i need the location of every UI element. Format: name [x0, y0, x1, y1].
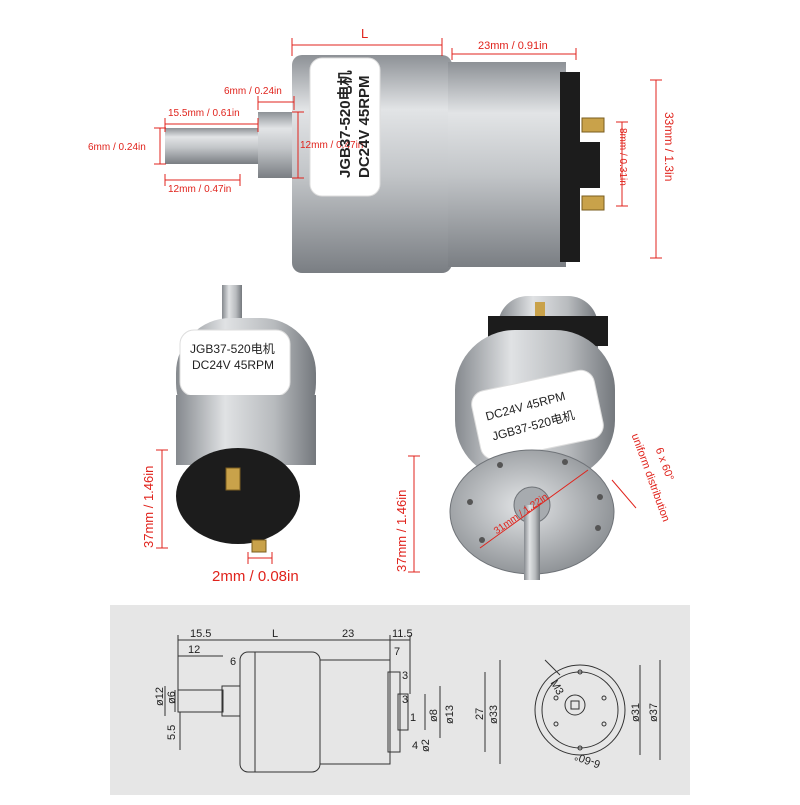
left-terminal-1	[225, 467, 241, 491]
top-motor	[165, 55, 605, 273]
right-mount-hole-4	[597, 494, 603, 500]
top-gearbox-label	[309, 57, 381, 197]
right-mount-hole-6	[479, 537, 485, 543]
top-end-cap	[560, 72, 580, 262]
left-output-shaft	[222, 285, 242, 325]
bp-phi31: ø31	[630, 703, 642, 722]
left-motor-spec: DC24V 45RPM	[192, 358, 275, 372]
bp-3a: 3	[402, 670, 409, 682]
bp-phi37: ø37	[648, 703, 660, 722]
top-terminal-2	[581, 195, 605, 211]
left-terminal-2	[251, 539, 267, 553]
bp-12: 12	[188, 644, 201, 656]
right-mount-hole-5	[595, 525, 601, 531]
bp-23: 23	[342, 628, 355, 640]
bp-phi33: ø33	[488, 705, 500, 724]
bp-7: 7	[394, 646, 401, 658]
right-dimension-lines	[408, 455, 637, 573]
top-motor-model: JGB37-520电机	[337, 70, 354, 178]
top-terminal-1	[581, 117, 605, 133]
left-motor-model: JGB37-520电机	[190, 342, 275, 356]
top-end-cap-boss	[578, 142, 600, 188]
bp-6: 6	[230, 656, 237, 668]
right-mount-hole-2	[497, 462, 503, 468]
dim-label-L: L	[361, 26, 369, 41]
dim-label-12mm-shaft: 12mm / 0.47in	[168, 184, 232, 195]
bp-L: L	[272, 628, 279, 640]
right-terminal	[535, 302, 545, 316]
blueprint-drawing	[164, 635, 661, 773]
top-dimension-lines	[154, 38, 662, 259]
bp-phi13: ø13	[444, 705, 456, 724]
dim-label-2mm: 2mm / 0.08in	[212, 568, 299, 585]
dim-label-12mm-collar: 12mm / 0.47in	[300, 140, 364, 151]
dim-label-15-5mm: 15.5mm / 0.61in	[168, 108, 240, 119]
bp-27: 27	[474, 707, 486, 720]
dim-label-33mm: 33mm / 1.3in	[662, 112, 676, 182]
bp-5-5: 5.5	[166, 724, 178, 740]
left-dimension-lines	[156, 449, 273, 564]
right-motor	[449, 296, 615, 580]
top-motor-body	[448, 62, 566, 267]
top-motor-spec: DC24V 45RPM	[356, 75, 373, 178]
right-mount-hole-3	[562, 459, 568, 465]
bp-phi2: ø2	[420, 739, 432, 752]
dim-label-8mm: 8mm / 0.31in	[617, 128, 628, 186]
dim-label-23mm: 23mm / 0.91in	[478, 40, 548, 52]
bp-phi12: ø12	[154, 687, 166, 706]
bp-4: 4	[412, 740, 419, 752]
left-motor	[176, 285, 316, 553]
right-mount-hole-1	[467, 499, 473, 505]
dim-label-37mm-right: 37mm / 1.46in	[394, 489, 409, 572]
right-gearbox-label	[471, 369, 604, 461]
top-shaft-collar	[258, 112, 294, 178]
dim-label-37mm-left: 37mm / 1.46in	[141, 465, 156, 548]
bp-phi8: ø8	[428, 709, 440, 722]
bp-1: 1	[410, 712, 417, 724]
dim-label-6mm-shaft: 6mm / 0.24in	[88, 142, 146, 153]
bp-phi6: ø6	[166, 691, 178, 704]
dim-label-6mm-collar: 6mm / 0.24in	[224, 86, 282, 97]
bp-15-5: 15.5	[190, 628, 212, 640]
left-end-cap	[176, 448, 300, 544]
top-output-shaft	[165, 128, 260, 164]
right-output-shaft	[524, 505, 540, 580]
bp-3b: 3	[402, 694, 409, 706]
bp-11-5: 11.5	[392, 628, 413, 640]
